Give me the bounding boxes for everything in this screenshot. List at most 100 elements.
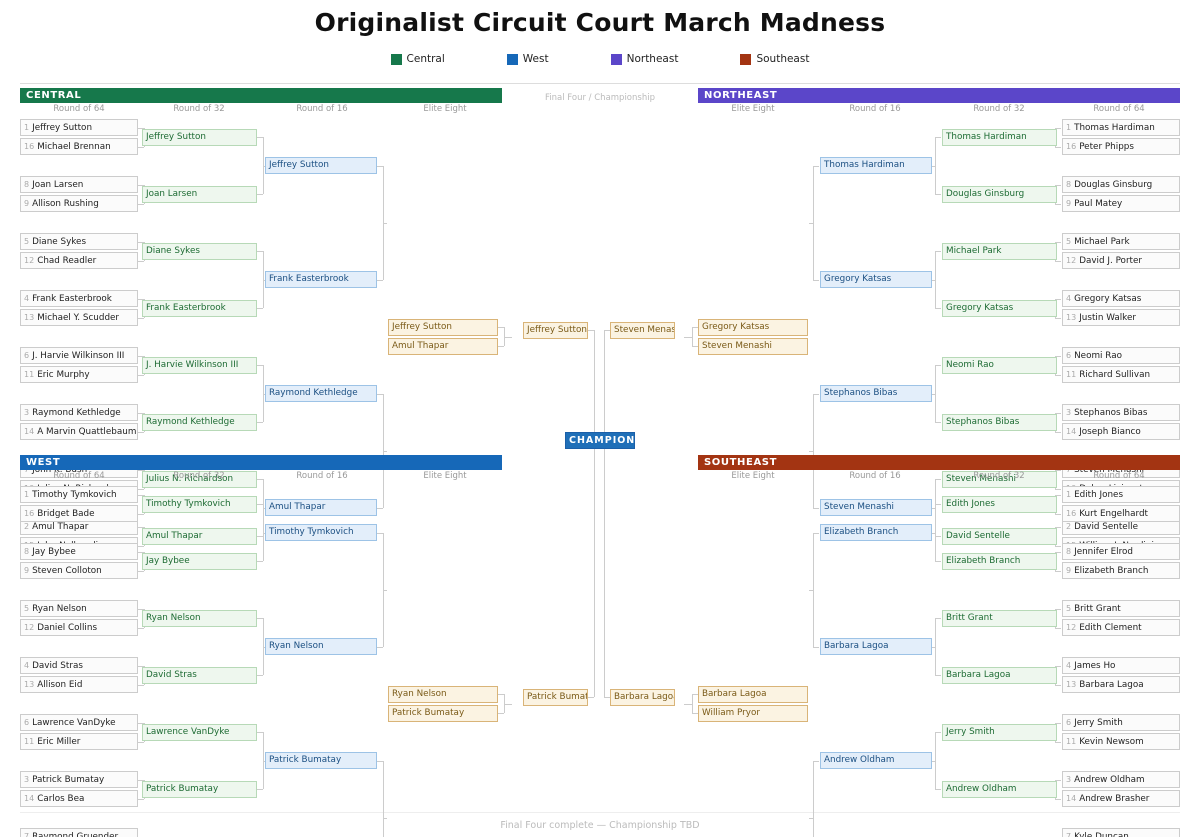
slot-r32-southeast-2[interactable]: Britt Grant — [942, 609, 1057, 627]
slot-r16-west-1[interactable]: Ryan Nelson — [265, 638, 377, 655]
slot-e8-northeast-0[interactable]: Gregory Katsas — [698, 318, 808, 336]
slot-r32-central-2[interactable]: Diane Sykes — [142, 242, 257, 260]
slot-r32-northeast-3[interactable]: Gregory Katsas — [942, 299, 1057, 317]
slot-e8-northeast-1[interactable]: Steven Menashi — [698, 337, 808, 355]
slot-final4-west[interactable]: Patrick Bumatay — [523, 688, 588, 706]
slot-r32-southeast-5[interactable]: Andrew Oldham — [942, 780, 1057, 798]
slot-r32-central-4[interactable]: J. Harvie Wilkinson III — [142, 356, 257, 374]
slot-r16-central-0[interactable]: Jeffrey Sutton — [265, 157, 377, 174]
slot-r32-west-1[interactable]: Jay Bybee — [142, 552, 257, 570]
slot-r16-central-1[interactable]: Frank Easterbrook — [265, 271, 377, 288]
slot-r16-central-3[interactable]: Amul Thapar — [265, 499, 377, 516]
slot-r32-west-0[interactable]: Timothy Tymkovich — [142, 495, 257, 513]
slot-r32-central-3[interactable]: Frank Easterbrook — [142, 299, 257, 317]
slot-r32-central-6[interactable]: Julius N. Richardson — [142, 470, 257, 488]
slot-r16-southeast-0[interactable]: Elizabeth Branch — [820, 524, 932, 541]
slot-e8-central-0[interactable]: Jeffrey Sutton — [388, 318, 498, 336]
slot-r32-west-4[interactable]: Lawrence VanDyke — [142, 723, 257, 741]
slot-r32-northeast-0[interactable]: Thomas Hardiman — [942, 128, 1057, 146]
slot-r16-southeast-1[interactable]: Barbara Lagoa — [820, 638, 932, 655]
slot-r32-southeast-3[interactable]: Barbara Lagoa — [942, 666, 1057, 684]
slot-r16-southeast-2[interactable]: Andrew Oldham — [820, 752, 932, 769]
slot-r16-west-0[interactable]: Timothy Tymkovich — [265, 524, 377, 541]
slot-r32-west-5[interactable]: Patrick Bumatay — [142, 780, 257, 798]
slot-r32-northeast-5[interactable]: Stephanos Bibas — [942, 413, 1057, 431]
slot-r32-central-1[interactable]: Joan Larsen — [142, 185, 257, 203]
champion-box[interactable]: CHAMPION — [565, 432, 635, 449]
slot-e8-central-1[interactable]: Amul Thapar — [388, 337, 498, 355]
slot-e8-west-0[interactable]: Ryan Nelson — [388, 685, 498, 703]
slot-r32-northeast-7[interactable]: David Sentelle — [942, 527, 1057, 545]
slot-e8-southeast-1[interactable]: William Pryor — [698, 704, 808, 722]
slot-final4-central[interactable]: Jeffrey Sutton — [523, 321, 588, 339]
slot-e8-west-1[interactable]: Patrick Bumatay — [388, 704, 498, 722]
slot-r32-southeast-0[interactable]: Edith Jones — [942, 495, 1057, 513]
slot-r32-central-0[interactable]: Jeffrey Sutton — [142, 128, 257, 146]
slot-r16-northeast-3[interactable]: Steven Menashi — [820, 499, 932, 516]
slot-r32-central-7[interactable]: Amul Thapar — [142, 527, 257, 545]
slot-r32-west-2[interactable]: Ryan Nelson — [142, 609, 257, 627]
slot-final4-northeast[interactable]: Steven Menashi — [610, 321, 675, 339]
slot-final4-southeast[interactable]: Barbara Lagoa — [610, 688, 675, 706]
slot-r16-west-2[interactable]: Patrick Bumatay — [265, 752, 377, 769]
slot-r32-northeast-2[interactable]: Michael Park — [942, 242, 1057, 260]
slot-r32-southeast-4[interactable]: Jerry Smith — [942, 723, 1057, 741]
slot-r32-central-5[interactable]: Raymond Kethledge — [142, 413, 257, 431]
slot-r32-southeast-1[interactable]: Elizabeth Branch — [942, 552, 1057, 570]
slot-r16-northeast-0[interactable]: Thomas Hardiman — [820, 157, 932, 174]
slot-r16-central-2[interactable]: Raymond Kethledge — [265, 385, 377, 402]
slot-r32-northeast-6[interactable]: Steven Menashi — [942, 470, 1057, 488]
slot-e8-southeast-0[interactable]: Barbara Lagoa — [698, 685, 808, 703]
slot-r32-west-3[interactable]: David Stras — [142, 666, 257, 684]
slot-r16-northeast-2[interactable]: Stephanos Bibas — [820, 385, 932, 402]
